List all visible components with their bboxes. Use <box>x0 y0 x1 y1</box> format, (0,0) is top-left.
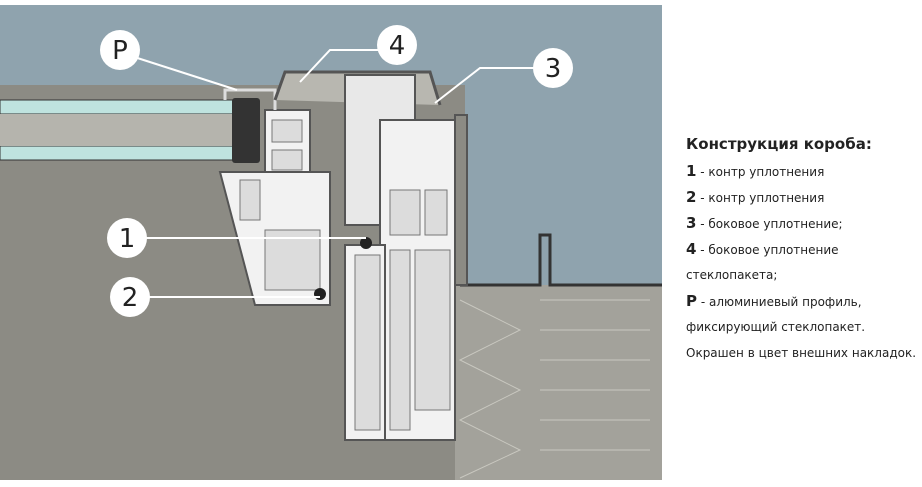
legend-item: фиксирующий стеклопакет. <box>686 320 866 334</box>
svg-text:2: 2 <box>122 283 139 313</box>
window-frame-diagram: P 4 3 1 2 <box>0 5 662 480</box>
outer-flashing <box>460 233 662 287</box>
legend: Конструкция короба: 1 - контр уплотнения… <box>686 135 916 369</box>
svg-text:4: 4 <box>389 31 406 61</box>
callout-p: P <box>100 30 140 70</box>
legend-item: P - алюминиевый профиль, <box>686 292 862 310</box>
legend-title: Конструкция короба: <box>686 135 872 153</box>
legend-item: 4 - боковое уплотнение <box>686 240 839 258</box>
glass-unit-pane-top <box>0 99 236 115</box>
svg-text:1: 1 <box>119 224 136 254</box>
svg-text:3: 3 <box>545 54 562 84</box>
glass-unit-pane-bottom <box>0 145 236 161</box>
callout-4: 4 <box>377 25 417 65</box>
legend-item: 2 - контр уплотнения <box>686 188 825 206</box>
callout-3: 3 <box>533 48 573 88</box>
legend-item: 3 - боковое уплотнение; <box>686 214 843 232</box>
insulation <box>458 299 650 479</box>
legend-item: стеклопакета; <box>686 268 778 282</box>
callout-2: 2 <box>110 277 150 317</box>
glass-seal-block <box>232 98 260 163</box>
frame-side-cover <box>454 114 468 286</box>
glass-spacer <box>0 114 235 146</box>
legend-item: Окрашен в цвет внешних накладок. <box>686 346 917 360</box>
legend-item: 1 - контр уплотнения <box>686 162 825 180</box>
masonry-wall <box>455 285 662 480</box>
seal-1 <box>360 237 372 249</box>
svg-text:P: P <box>112 36 128 66</box>
seal-2 <box>314 288 326 300</box>
callout-1: 1 <box>107 218 147 258</box>
